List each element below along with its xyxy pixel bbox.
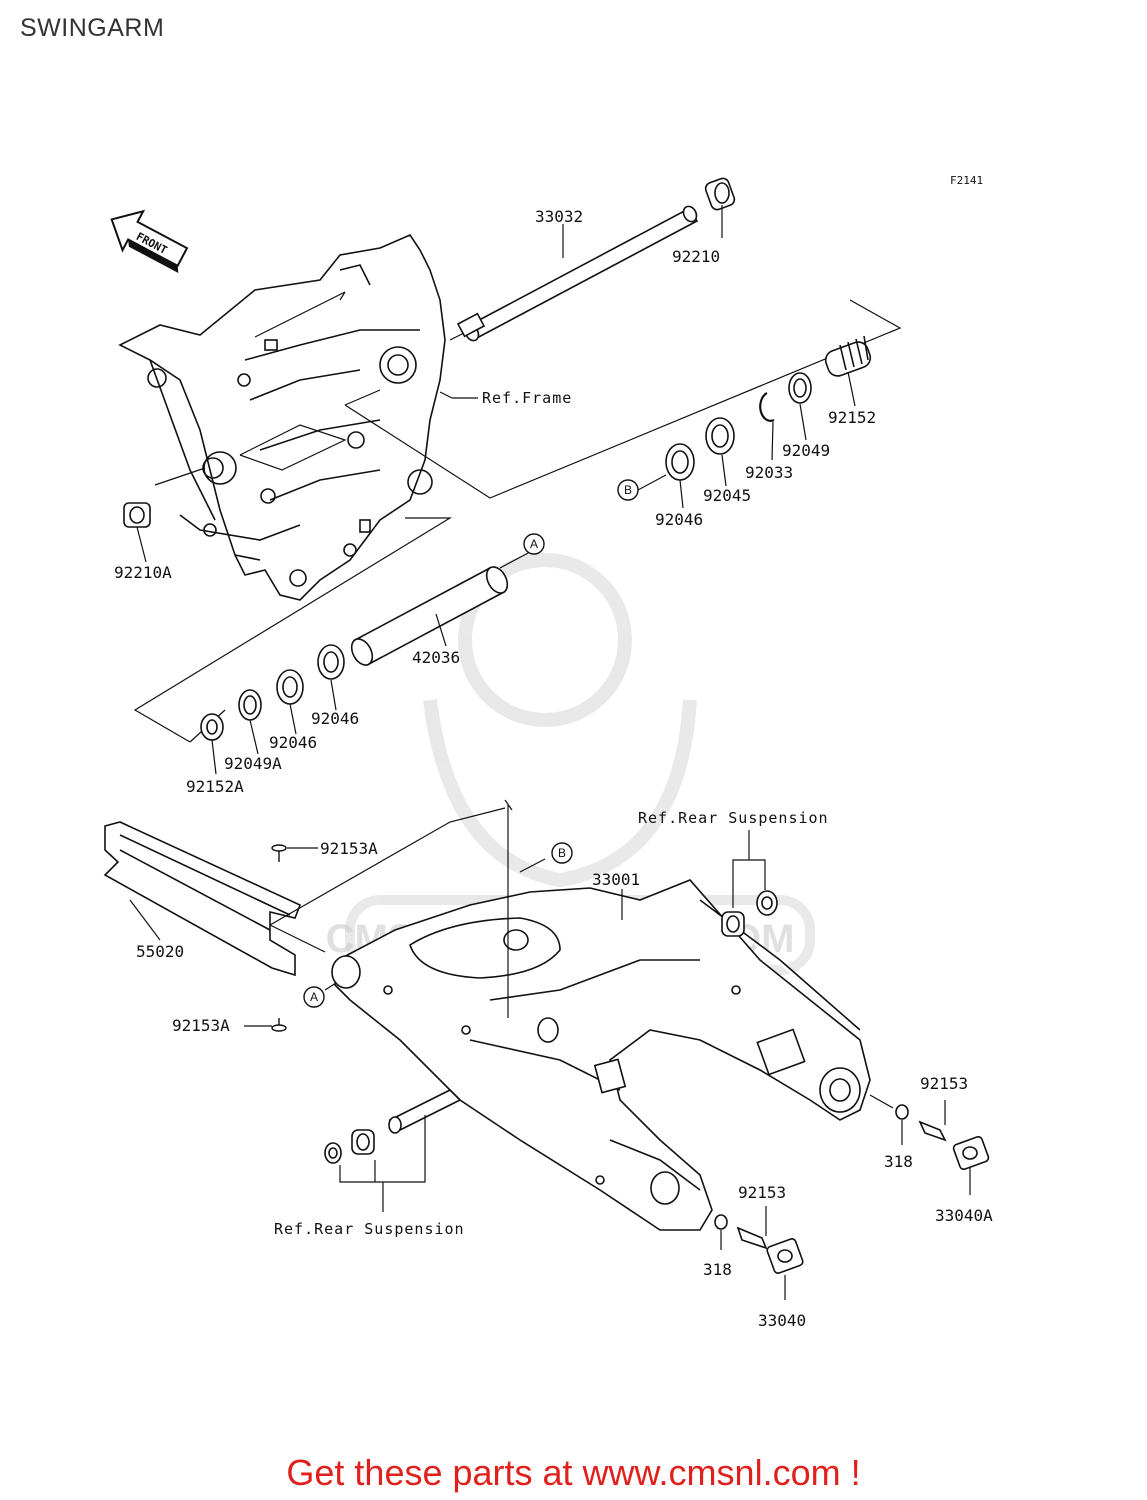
adjuster-right-leads bbox=[869, 1094, 971, 1195]
adjuster-bottom bbox=[714, 1214, 804, 1274]
part-label: 92210A bbox=[114, 563, 172, 582]
page-title: SWINGARM bbox=[20, 14, 165, 42]
part-label: 92046 bbox=[655, 510, 703, 529]
rear-suspension-top-bracket bbox=[732, 830, 766, 908]
part-label: 33001 bbox=[592, 870, 640, 889]
seal-92049 bbox=[788, 372, 812, 404]
part-label: 33040 bbox=[758, 1311, 806, 1330]
callout-b-mid: B bbox=[551, 842, 573, 864]
adjuster-right bbox=[895, 1104, 990, 1171]
part-label: 92152 bbox=[828, 408, 876, 427]
sleeve-42036 bbox=[350, 566, 509, 666]
part-label: 55020 bbox=[136, 942, 184, 961]
part-label: 92153A bbox=[320, 839, 378, 858]
part-label: 33040A bbox=[935, 1206, 993, 1225]
part-label: 92153A bbox=[172, 1016, 230, 1035]
svg-text:B: B bbox=[624, 483, 632, 497]
circlip-92033 bbox=[759, 392, 775, 422]
footer-link-text[interactable]: Get these parts at www.cmsnl.com ! bbox=[286, 1452, 861, 1493]
part-label: 92153 bbox=[738, 1183, 786, 1202]
part-label: 92046 bbox=[311, 709, 359, 728]
screw-92153A-top bbox=[271, 844, 287, 862]
adjuster-bottom-leads bbox=[720, 1206, 786, 1300]
part-label: 92049 bbox=[782, 441, 830, 460]
callout-a-top: A bbox=[523, 533, 545, 555]
nut-92210 bbox=[704, 177, 736, 211]
rear-suspension-top-parts bbox=[721, 890, 778, 937]
bearing-92046-upper bbox=[665, 443, 695, 481]
bearing-92045 bbox=[705, 417, 735, 455]
frame-guide-lines bbox=[154, 291, 902, 499]
diagram-code: F2141 bbox=[950, 174, 983, 187]
svg-text:A: A bbox=[530, 537, 538, 551]
collar-92152A bbox=[200, 713, 224, 741]
collar-92152 bbox=[824, 335, 872, 377]
ref-frame-label: Ref.Frame bbox=[482, 389, 572, 407]
swingarm-33001 bbox=[331, 879, 871, 1231]
part-label: 92049A bbox=[224, 754, 282, 773]
chain-guard-55020 bbox=[103, 821, 302, 977]
ref-rear-suspension-bottom-label: Ref.Rear Suspension bbox=[274, 1220, 465, 1238]
part-label: 318 bbox=[884, 1152, 913, 1171]
part-label: 33032 bbox=[535, 207, 583, 226]
label-leaders bbox=[129, 205, 856, 1027]
frame-outline bbox=[118, 234, 446, 601]
part-label: 92210 bbox=[672, 247, 720, 266]
part-label: 92033 bbox=[745, 463, 793, 482]
part-label: 318 bbox=[703, 1260, 732, 1279]
svg-text:A: A bbox=[310, 990, 318, 1004]
front-arrow-icon: FRONT bbox=[110, 209, 189, 273]
callout-b-top: B bbox=[617, 479, 639, 501]
part-label: 42036 bbox=[412, 648, 460, 667]
ref-rear-suspension-top-label: Ref.Rear Suspension bbox=[638, 809, 829, 827]
swingarm-guide-lines bbox=[504, 799, 513, 1018]
nut-92210A bbox=[123, 502, 151, 528]
part-label: 92153 bbox=[920, 1074, 968, 1093]
part-label: 92152A bbox=[186, 777, 244, 796]
callout-a-mid: A bbox=[303, 986, 325, 1008]
part-label: 92046 bbox=[269, 733, 317, 752]
bearing-92046-low bbox=[276, 669, 304, 705]
swingarm-exploded-diagram: CMS WWW.CMSNL.COM F2141 FRONT bbox=[103, 174, 993, 1330]
svg-text:B: B bbox=[558, 846, 566, 860]
pivot-shaft-33032 bbox=[456, 205, 699, 342]
rear-suspension-bottom-parts bbox=[324, 1089, 462, 1164]
screw-92153A-bottom bbox=[271, 1018, 287, 1032]
chain-guard-guide bbox=[269, 807, 506, 953]
rear-suspension-bottom-bracket bbox=[339, 1115, 426, 1212]
bearing-92046-mid bbox=[317, 644, 345, 680]
part-label: 92045 bbox=[703, 486, 751, 505]
seal-92049A bbox=[238, 689, 262, 721]
